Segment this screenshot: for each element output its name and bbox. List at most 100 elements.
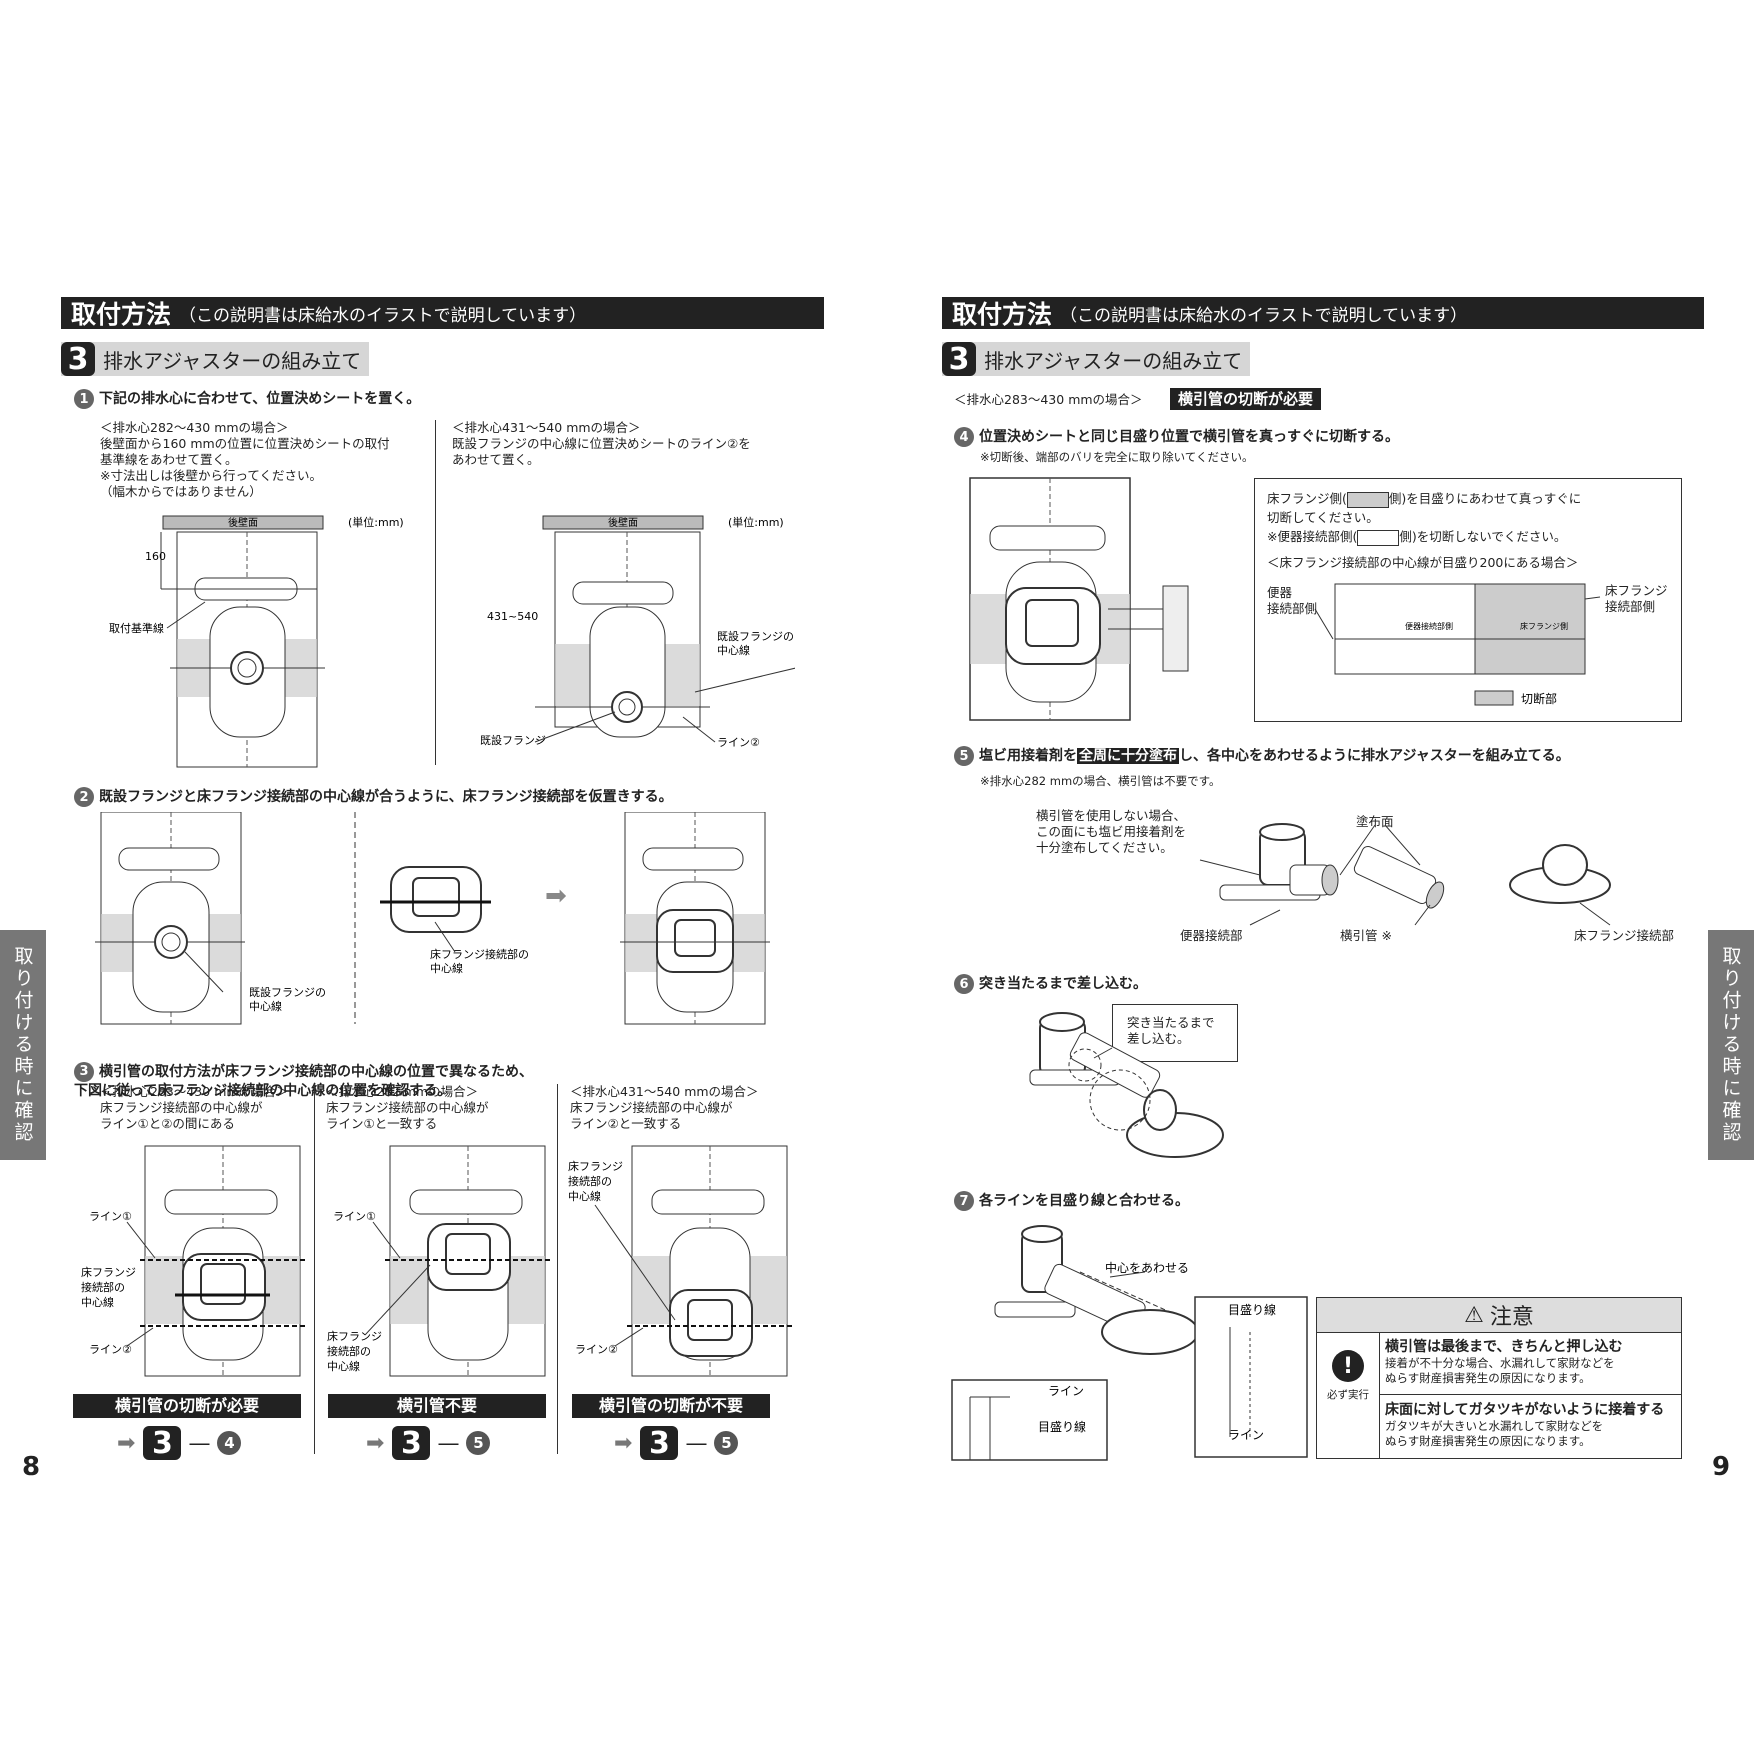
must-do-label: 必ず実行	[1327, 1389, 1369, 1401]
right-condition: ＜排水心283～430 mmの場合＞	[954, 392, 1143, 407]
arrow-right-icon: ➡	[614, 1430, 633, 1456]
case2-condition: ＜排水心282 mmの場合＞ 床フランジ接続部の中心線が ライン①と一致する	[326, 1084, 489, 1131]
step3-diagrams: ライン① 床フランジ 接続部の 中心線 ライン② ライン① 床フランジ 接続部の…	[81, 1145, 794, 1377]
right-step-number: 3	[942, 342, 976, 377]
case3-bar: 横引管の切断が不要	[572, 1394, 770, 1418]
right-header-subtitle: （この説明書は床給水のイラストで説明しています）	[1060, 305, 1468, 326]
step7-number: 7	[954, 1191, 974, 1211]
step1-divider	[435, 420, 436, 765]
apply-surface-label: 塗布面	[1356, 814, 1394, 829]
s7-line-label-b: ライン	[1228, 1428, 1264, 1442]
step4-instruction: 4 位置決めシートと同じ目盛り位置で横引管を真っすぐに切断する。	[954, 426, 1399, 447]
toilet-side-label: 便器 接続部側	[1267, 585, 1318, 616]
pipe-label: 横引管 ※	[1340, 928, 1392, 943]
cut-condition: ＜床フランジ接続部の中心線が目盛り200にある場合＞	[1267, 555, 1579, 570]
arrow-right-icon: ➡	[117, 1430, 136, 1456]
case3-condition: ＜排水心431～540 mmの場合＞ 床フランジ接続部の中心線が ライン②と一致…	[570, 1084, 759, 1131]
svg-text:接続部の: 接続部の	[568, 1174, 612, 1188]
step1-case-b-text: ＜排水心431～540 mmの場合＞ 既設フランジの中心線に位置決めシートのライ…	[452, 420, 751, 467]
case-divider-1	[314, 1084, 315, 1454]
svg-text:接続部の: 接続部の	[327, 1344, 371, 1358]
floor-connector-label: 床フランジ接続部	[1574, 928, 1675, 943]
step4-sheet-diagram	[969, 477, 1189, 721]
step4-note: ※切断後、端部のバリを完全に取り除いてください。	[980, 450, 1254, 464]
step6-assembly-illustration	[1029, 1012, 1224, 1158]
svg-text:床フランジ: 床フランジ	[568, 1159, 623, 1173]
svg-text:床フランジ: 床フランジ	[327, 1329, 382, 1343]
left-step-label: 排水アジャスターの組み立て	[103, 348, 362, 373]
case1-goto[interactable]: ➡ 3 ― 4	[117, 1426, 242, 1461]
right-step-label: 排水アジャスターの組み立て	[984, 348, 1243, 373]
c2-line1: ライン①	[333, 1210, 376, 1223]
step4-text: 位置決めシートと同じ目盛り位置で横引管を真っすぐに切断する。	[979, 429, 1399, 445]
c1-line2: ライン②	[89, 1343, 132, 1356]
step2-text: 既設フランジと床フランジ接続部の中心線が合うように、床フランジ接続部を仮置きする…	[99, 789, 673, 805]
cut-instruction-3: ※便器接続部側(側)を切断しないでください。	[1267, 529, 1567, 546]
caution-header: ⚠注意	[1317, 1298, 1681, 1333]
ruler-left-label: 便器接続部側	[1405, 621, 1453, 631]
c3-line2: ライン②	[575, 1343, 618, 1356]
floor-side-label: 床フランジ 接続部側	[1605, 583, 1668, 614]
step6-callout-box: 突き当たるまで 差し込む。	[1112, 1004, 1238, 1062]
c1-line1: ライン①	[89, 1210, 132, 1223]
exclamation-icon: !	[1332, 1350, 1364, 1382]
svg-text:中心線: 中心線	[327, 1359, 360, 1373]
wall-label-a: 後壁面	[228, 516, 258, 529]
line2-label: ライン②	[717, 736, 760, 749]
left-header-title: 取付方法	[71, 300, 172, 329]
goto-step: 3	[392, 1426, 431, 1461]
center-align-label: 中心をあわせる	[1105, 1260, 1189, 1275]
case2-bar: 横引管不要	[328, 1394, 546, 1418]
left-header-subtitle: （この説明書は床給水のイラストで説明しています）	[179, 305, 587, 326]
goto-substep: 4	[217, 1431, 242, 1455]
existing-flange-label: 既設フランジ	[480, 733, 546, 747]
case1-condition: ＜排水心283～430 mmの場合＞ 床フランジ接続部の中心線が ライン①と②の…	[100, 1084, 289, 1131]
step5-callout: 横引管を使用しない場合、 この面にも塩ビ用接着剤を 十分塗布してください。	[1036, 808, 1187, 855]
caution-item-1: 横引管は最後まで、きちんと押し込む 接着が不十分な場合、水漏れして家財などを ぬ…	[1385, 1339, 1623, 1385]
s2-floor-center-l2: 中心線	[430, 961, 463, 975]
s7-line-label-a: ライン	[1048, 1384, 1084, 1398]
left-page-number: 8	[22, 1452, 41, 1482]
step2-diagrams: 既設フランジの 中心線 床フランジ接続部の 中心線 ➡	[95, 812, 770, 1025]
step3-number: 3	[74, 1062, 94, 1082]
right-step-heading: 3 排水アジャスターの組み立て	[942, 342, 1250, 377]
s2-flange-center-l1: 既設フランジの	[249, 985, 326, 999]
left-side-tab: 取り付ける時に確認	[0, 930, 46, 1160]
warning-icon: ⚠	[1464, 1302, 1484, 1328]
svg-text:中心線: 中心線	[81, 1295, 114, 1309]
step5-highlight: 全周に十分塗布	[1077, 748, 1179, 764]
unit-label-b: (単位:mm)	[728, 515, 784, 529]
svg-text:接続部の: 接続部の	[81, 1280, 125, 1294]
right-page-number: 9	[1712, 1452, 1731, 1482]
right-header-title: 取付方法	[952, 300, 1053, 329]
step6-text: 突き当たるまで差し込む。	[979, 976, 1147, 992]
caution-item-2: 床面に対してガタツキがないように接着する ガタツキが大きいと水漏れして家財などを…	[1385, 1402, 1665, 1448]
unit-label-a: (単位:mm)	[348, 515, 404, 529]
left-step-number: 3	[61, 342, 95, 377]
goto-substep: 5	[466, 1431, 491, 1455]
case-divider-2	[557, 1084, 558, 1454]
s2-flange-center-l2: 中心線	[249, 999, 282, 1013]
case2-goto[interactable]: ➡ 3 ― 5	[366, 1426, 491, 1461]
step1-number: 1	[74, 389, 94, 409]
cut-instruction-1: 床フランジ側(側)を目盛りにあわせて真っすぐに	[1267, 491, 1582, 508]
base-line-label: 取付基準線	[109, 621, 164, 635]
caution-divider	[1379, 1394, 1681, 1395]
step2-number: 2	[74, 787, 94, 807]
case3-goto[interactable]: ➡ 3 ― 5	[614, 1426, 739, 1461]
step4-number: 4	[954, 427, 974, 447]
s7-scale-label-b: 目盛り線	[1228, 1302, 1276, 1317]
toilet-connector-label: 便器接続部	[1180, 928, 1243, 943]
case1-bar: 横引管の切断が必要	[73, 1394, 301, 1418]
step1-diagrams: 後壁面 (単位:mm) 160 取付基準線 後壁面 (単位:mm) 431~54…	[109, 515, 795, 768]
step2-instruction: 2 既設フランジと床フランジ接続部の中心線が合うように、床フランジ接続部を仮置きす…	[74, 786, 673, 807]
dim-160: 160	[145, 550, 166, 563]
left-header: 取付方法 （この説明書は床給水のイラストで説明しています）	[61, 297, 824, 329]
right-condition-tag: 横引管の切断が必要	[1170, 388, 1322, 410]
caution-box: ⚠注意 ! 必ず実行 横引管は最後まで、きちんと押し込む 接着が不十分な場合、水…	[1316, 1297, 1682, 1459]
